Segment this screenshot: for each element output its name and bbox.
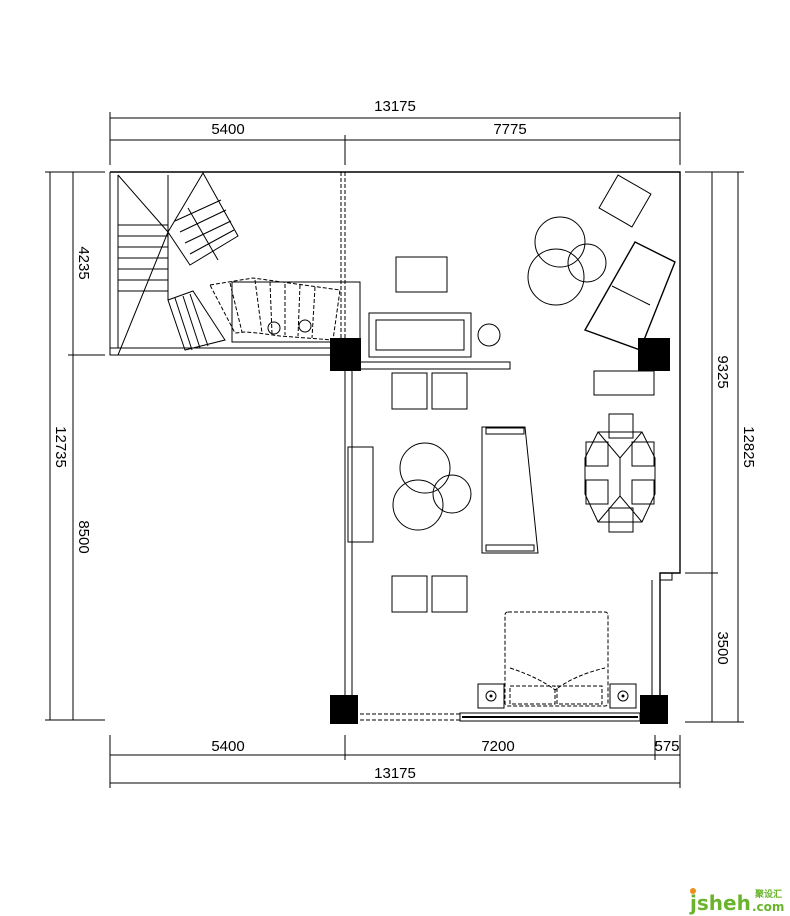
- ottoman: [395, 256, 448, 293]
- dim-bottom-right: 575: [654, 738, 679, 755]
- side-table: [477, 323, 501, 347]
- staircase: [117, 171, 361, 356]
- dim-right-lower: 3500: [714, 631, 731, 664]
- svg-text:jsheh: jsheh: [689, 891, 751, 915]
- bed: [504, 611, 609, 707]
- walls: [109, 171, 681, 722]
- dim-bottom-total: 13175: [374, 765, 416, 782]
- sofa: [368, 312, 472, 358]
- dim-top-left: 5400: [211, 121, 244, 138]
- sectional-sofa: [583, 241, 676, 351]
- dim-bottom-left: 5400: [211, 738, 244, 755]
- dim-right-total: 12825: [740, 426, 757, 468]
- watermark-logo: jsheh 聚设汇 .com: [689, 888, 784, 915]
- furniture: [347, 174, 676, 709]
- dim-top-right: 7775: [493, 121, 526, 138]
- column: [640, 695, 668, 724]
- dim-right-upper: 9325: [714, 355, 731, 388]
- nightstand: [609, 683, 637, 709]
- dimension-lines: [45, 112, 744, 788]
- dim-left-lower: 8500: [75, 520, 92, 553]
- dim-left-upper: 4235: [75, 246, 92, 279]
- dim-bottom-mid: 7200: [481, 738, 514, 755]
- column: [330, 338, 361, 371]
- dim-left-total: 12735: [52, 426, 69, 468]
- console: [593, 370, 655, 396]
- svg-text:聚设汇: 聚设汇: [754, 888, 782, 900]
- sofa-long: [481, 426, 539, 554]
- nightstand: [477, 683, 505, 709]
- armchair: [598, 174, 652, 228]
- cabinet: [347, 446, 374, 543]
- svg-text:.com: .com: [752, 900, 784, 914]
- column: [330, 695, 358, 724]
- dim-top-total: 13175: [374, 98, 416, 115]
